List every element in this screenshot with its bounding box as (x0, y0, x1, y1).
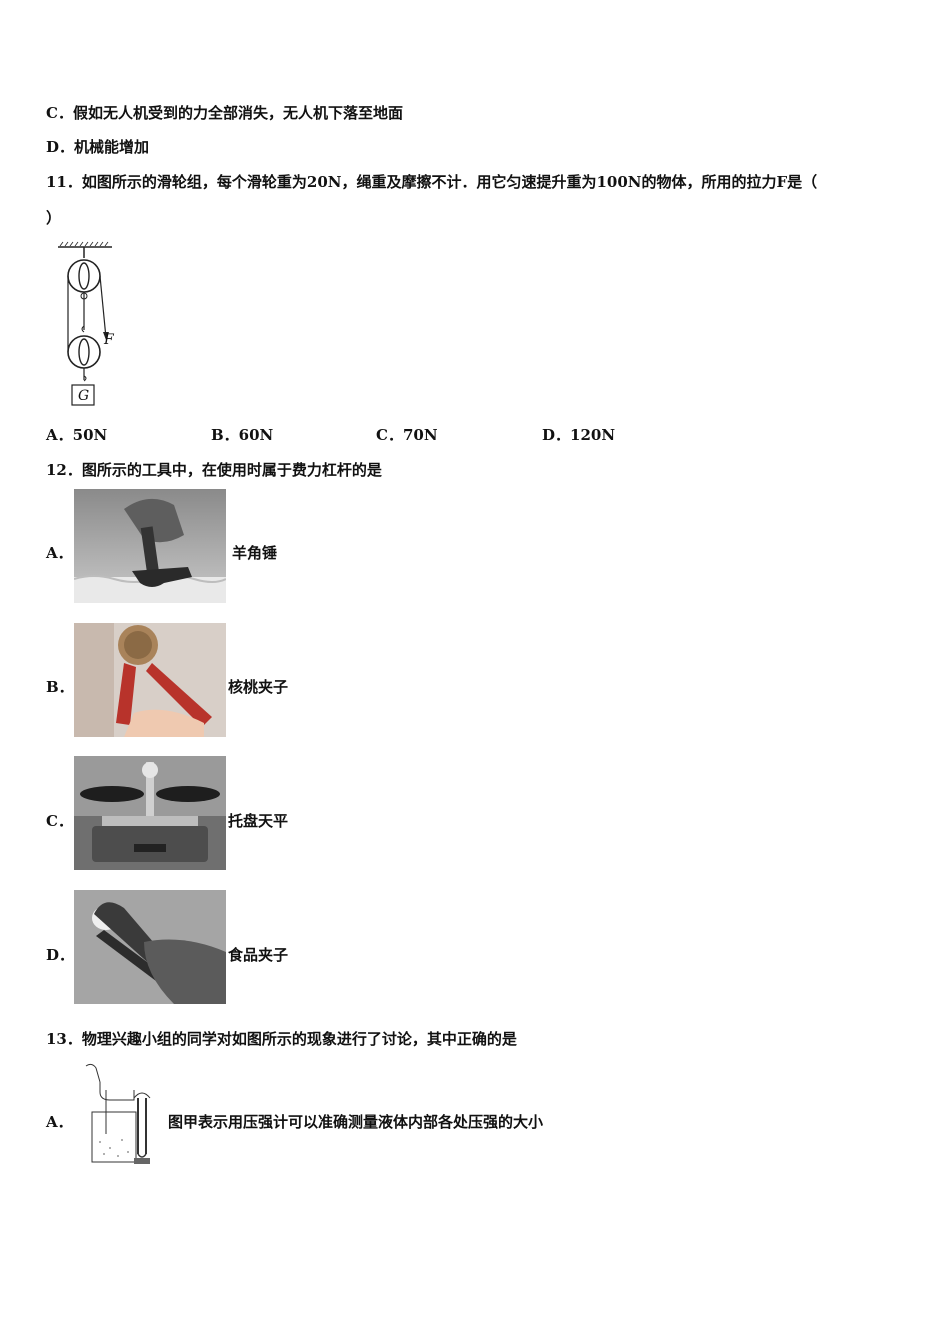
q12-option-c-caption: 托盘天平 (228, 812, 289, 830)
q12-option-c-letter: C． (46, 812, 73, 830)
q12-stem: 12．图所示的工具中，在使用时属于费力杠杆的是 (46, 461, 382, 479)
q11-option-b: B．60N (211, 426, 274, 444)
tray-balance-image (74, 756, 226, 870)
force-label: F (104, 332, 114, 348)
pulley-figure: F G (56, 240, 126, 412)
q10-option-d: D．机械能增加 (46, 138, 150, 156)
q12-option-b-caption: 核桃夹子 (228, 678, 289, 696)
q13-option-a-letter: A． (46, 1113, 73, 1131)
q12-option-b-letter: B． (46, 678, 74, 696)
q11-stem-end: ） (46, 209, 62, 227)
q12-option-a-caption: 羊角锤 (232, 544, 278, 562)
q13-option-a-text: 图甲表示用压强计可以准确测量液体内部各处压强的大小 (168, 1113, 544, 1131)
q10-option-c: C．假如无人机受到的力全部消失，无人机下落至地面 (46, 104, 403, 122)
q13-stem: 13．物理兴趣小组的同学对如图所示的现象进行了讨论，其中正确的是 (46, 1030, 517, 1048)
q12-option-a-letter: A． (46, 544, 73, 562)
walnut-cracker-image (74, 623, 226, 737)
q11-option-a: A．50N (46, 426, 108, 444)
food-tongs-image (74, 890, 226, 1004)
q11-option-c: C．70N (376, 426, 438, 444)
weight-label: G (78, 388, 90, 404)
q11-option-d: D．120N (542, 426, 616, 444)
q12-option-d-caption: 食品夹子 (228, 946, 289, 964)
q11-stem: 11．如图所示的滑轮组，每个滑轮重为20N，绳重及摩擦不计．用它匀速提升重为10… (46, 173, 818, 191)
q12-option-d-letter: D． (46, 946, 75, 964)
pressure-gauge-figure (82, 1062, 162, 1166)
claw-hammer-image (74, 489, 226, 603)
